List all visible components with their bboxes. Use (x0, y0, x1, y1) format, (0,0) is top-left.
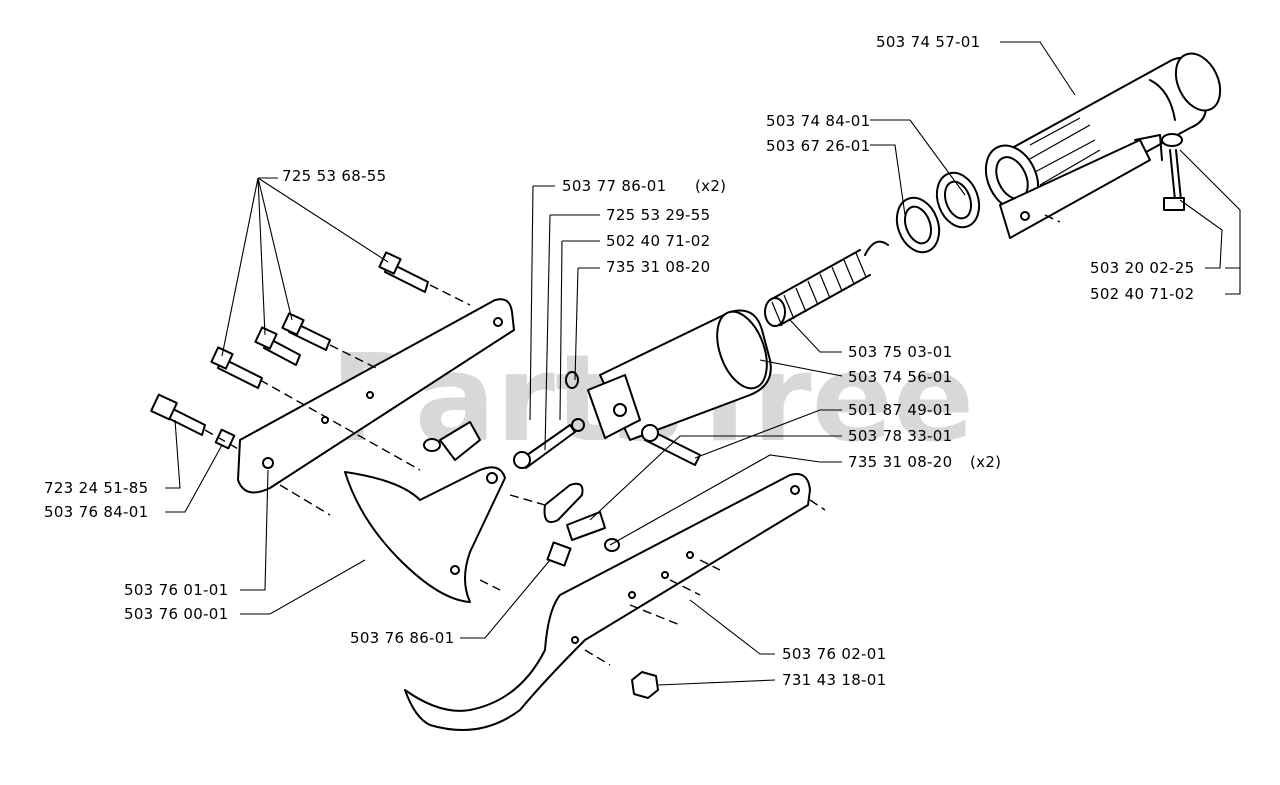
label-503-75-03-01: 503 75 03-01 (848, 343, 952, 361)
label-503-74-84-01: 503 74 84-01 (766, 112, 870, 130)
label-725-53-68-55: 725 53 68-55 (282, 167, 386, 185)
label-quantity-x2-a: (x2) (695, 177, 726, 195)
label-503-76-84-01: 503 76 84-01 (44, 503, 148, 521)
label-503-76-00-01: 503 76 00-01 (124, 605, 228, 623)
cylinder-pin (641, 424, 701, 466)
label-735-31-08-20-a: 735 31 08-20 (606, 258, 710, 276)
housing-bolt (1161, 133, 1185, 211)
hex-nut (631, 671, 659, 699)
label-503-74-57-01: 503 74 57-01 (876, 33, 980, 51)
label-503-76-02-01: 503 76 02-01 (782, 645, 886, 663)
leader-lines (165, 41, 1241, 686)
label-731-43-18-01: 731 43 18-01 (782, 671, 886, 689)
label-503-74-56-01: 503 74 56-01 (848, 368, 952, 386)
label-503-67-26-01: 503 67 26-01 (766, 137, 870, 155)
cylinder (587, 309, 772, 441)
label-503-76-86-01: 503 76 86-01 (350, 629, 454, 647)
rings (895, 171, 981, 254)
label-502-40-71-02-b: 502 40 71-02 (1090, 285, 1194, 303)
label-503-78-33-01: 503 78 33-01 (848, 427, 952, 445)
label-503-20-02-25: 503 20 02-25 (1090, 259, 1194, 277)
left-arm-plate (237, 298, 515, 494)
left-bolts (150, 251, 429, 450)
label-723-24-51-85: 723 24 51-85 (44, 479, 148, 497)
lower-hook-blade (404, 473, 811, 731)
label-502-40-71-02-a: 502 40 71-02 (606, 232, 710, 250)
label-501-87-49-01: 501 87 49-01 (848, 401, 952, 419)
tube-housing (984, 52, 1222, 239)
upper-blade (344, 466, 506, 603)
part-labels: 503 74 57-01 503 74 84-01 503 67 26-01 7… (44, 33, 1194, 689)
label-quantity-x2-b: (x2) (970, 453, 1001, 471)
links (543, 482, 620, 567)
label-503-77-86-01: 503 77 86-01 (562, 177, 666, 195)
label-735-31-08-20-b: 735 31 08-20 (848, 453, 952, 471)
spring (764, 240, 889, 327)
center-screws (423, 371, 585, 469)
label-503-76-01-01: 503 76 01-01 (124, 581, 228, 599)
label-725-53-29-55: 725 53 29-55 (606, 206, 710, 224)
